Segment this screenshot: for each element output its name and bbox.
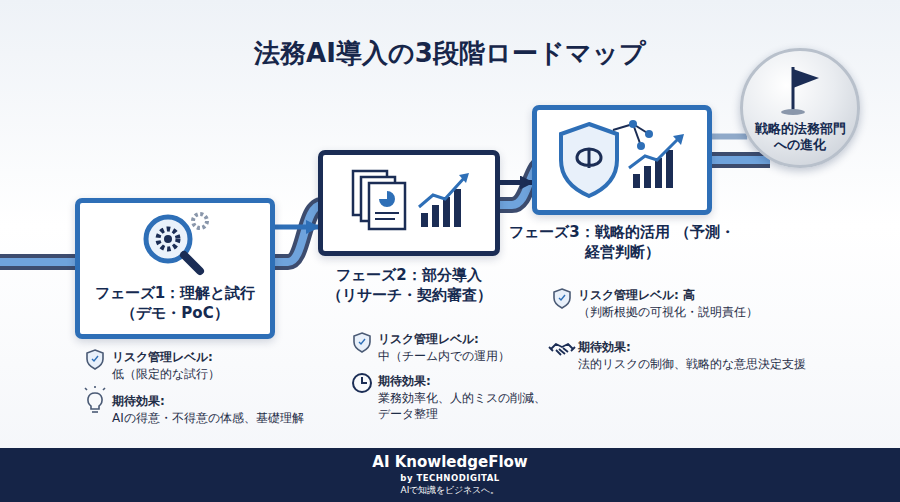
flow-arrow	[712, 134, 747, 140]
note-text: 低（限定的な試行）	[112, 366, 220, 382]
note-text: 期待効果:	[578, 339, 631, 355]
flow-arrow	[500, 180, 532, 185]
phase-box: フェーズ3：戦略的活用 （予測・経営判断）	[532, 105, 712, 215]
note-text: （判断根拠の可視化・説明責任）	[578, 304, 758, 320]
phase-box: フェーズ2：部分導入 （リサーチ・契約審査）	[318, 150, 500, 256]
note-text: 期待効果:	[378, 373, 431, 389]
handshake-icon	[549, 344, 575, 355]
clock-icon	[353, 374, 371, 392]
brand-slogan: AIで知識をビジネスへ。	[0, 484, 900, 496]
brand-name: AI KnowledgeFlow	[0, 453, 900, 472]
phase-heading: フェーズ3：戦略的活用 （予測・経営判断）	[502, 222, 742, 262]
phase-heading: フェーズ1：理解と試行 （デモ・PoC）	[80, 203, 270, 331]
note-text: 期待効果:	[112, 393, 165, 409]
flow-arrow	[275, 225, 318, 230]
note-text: リスク管理レベル:	[378, 331, 479, 347]
phase-heading: フェーズ2：部分導入 （リサーチ・契約審査）	[289, 265, 529, 305]
note-text: リスク管理レベル: 高	[578, 287, 695, 303]
flag-icon	[743, 51, 857, 121]
note-text: AIの得意・不得意の体感、基礎理解	[112, 410, 304, 426]
goal-text: 戦略的法務部門への進化	[752, 121, 848, 153]
goal-badge: 戦略的法務部門への進化	[740, 48, 860, 168]
note-text: 業務効率化、人的ミスの削減、 データ整理	[378, 390, 558, 422]
shield-brain-icon	[537, 110, 707, 210]
note-text: 法的リスクの制御、戦略的な意思決定支援	[578, 356, 806, 372]
footer-band: AI KnowledgeFlowby TECHNODIGITALAIで知識をビジ…	[0, 448, 900, 502]
documents-chart-icon	[323, 155, 495, 251]
magnifier-gear-icon	[80, 203, 270, 283]
note-text: リスク管理レベル:	[112, 349, 213, 365]
note-text: 中（チーム内での運用）	[378, 348, 510, 364]
phase-box: フェーズ1：理解と試行 （デモ・PoC）	[75, 198, 275, 339]
brand-company: by TECHNODIGITAL	[0, 472, 900, 484]
bulb-icon	[85, 386, 105, 412]
